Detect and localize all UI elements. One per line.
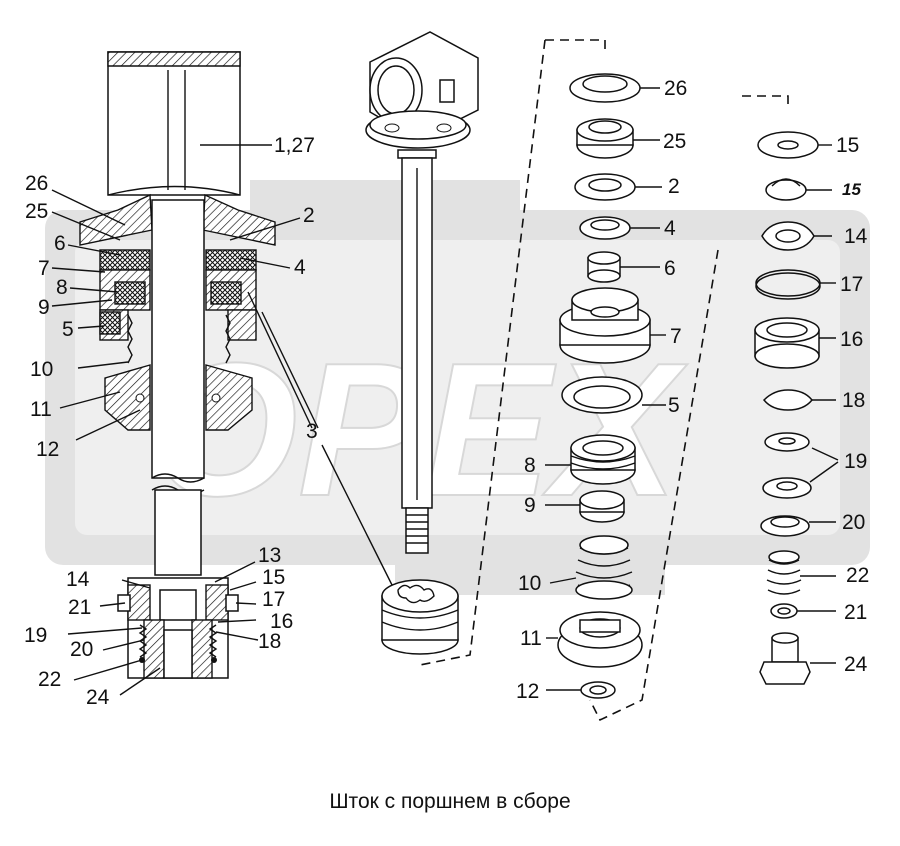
label-18-left: 18 [258,630,281,653]
label-22-left: 22 [38,668,61,691]
label-25-left: 25 [25,200,48,223]
diagram-caption: Шток с поршнем в сборе [329,790,570,813]
label-26-mid: 26 [664,77,687,100]
label-15-left: 15 [262,566,285,589]
callout-labels: 26 25 6 7 8 9 5 10 11 12 2 4 1,27 3 13 1… [24,77,869,709]
label-3: 3 [306,420,318,443]
label-12-mid: 12 [516,680,539,703]
leader-lines-right [797,144,839,664]
label-20-left: 20 [70,638,93,661]
sectional-assembly [79,51,276,679]
label-17-right: 17 [840,273,863,296]
label-12-left: 12 [36,438,59,461]
label-11-left: 11 [30,398,52,421]
label-6-left: 6 [54,232,66,255]
label-5-mid: 5 [668,394,680,417]
label-14-left: 14 [66,568,90,591]
label-26-left: 26 [25,172,48,195]
label-25-mid: 25 [663,130,686,153]
exploded-parts-right [754,131,821,685]
rod-assembly [365,31,479,655]
leader-lines-left [51,144,393,696]
label-9-left: 9 [38,296,50,319]
label-4-left: 4 [294,256,306,279]
label-13: 13 [258,544,281,567]
label-20-right: 20 [842,511,865,534]
label-4-mid: 4 [664,217,676,240]
label-8-mid: 8 [524,454,536,477]
label-18-right: 18 [842,389,865,412]
dashed-group-center-2 [589,249,719,722]
label-15-right-b: 15 [842,180,861,199]
label-24-left: 24 [86,686,110,709]
leader-lines-middle [545,87,666,691]
dashed-group-center [419,39,606,666]
label-22-right: 22 [846,564,869,587]
dashed-group-right [742,95,789,110]
label-21-right: 21 [844,601,867,624]
label-15-right-a: 15 [836,134,859,157]
label-11-mid: 11 [520,627,542,650]
label-16-right: 16 [840,328,863,351]
label-7-left: 7 [38,257,50,280]
exploded-parts-middle [557,73,651,699]
label-10-mid: 10 [518,572,541,595]
label-6-mid: 6 [664,257,676,280]
label-1-27: 1,27 [274,134,315,157]
label-10-left: 10 [30,358,53,381]
label-19-left: 19 [24,624,47,647]
label-7-mid: 7 [670,325,682,348]
label-5-left: 5 [62,318,74,341]
label-9-mid: 9 [524,494,536,517]
label-2-left: 2 [303,204,315,227]
label-19-right: 19 [844,450,867,473]
label-2-mid: 2 [668,175,680,198]
label-16-left: 16 [270,610,293,633]
label-14-right: 14 [844,225,868,248]
label-17-left: 17 [262,588,285,611]
label-24-right: 24 [844,653,868,676]
label-8-left: 8 [56,276,68,299]
label-21-left: 21 [68,596,91,619]
